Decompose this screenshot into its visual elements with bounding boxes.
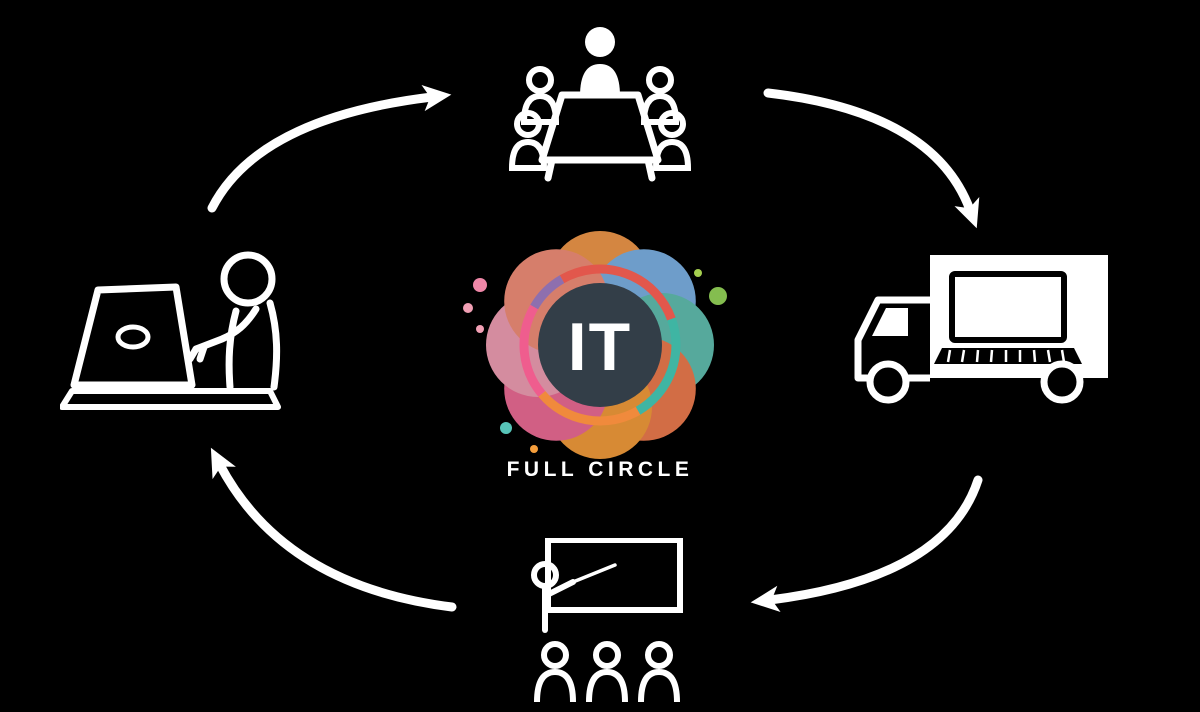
- presentation-board: [545, 538, 683, 613]
- dot: [473, 278, 487, 292]
- cycle-node-left: [60, 245, 300, 415]
- training-presentation-icon: [531, 538, 683, 703]
- cycle-node-right: [830, 252, 1110, 412]
- dot: [709, 287, 727, 305]
- meeting-table-icon: [508, 27, 692, 182]
- ring-segment: [530, 275, 565, 310]
- arrow-top-to-right: [763, 88, 980, 229]
- logo-ring: [519, 264, 681, 426]
- dot: [476, 325, 484, 333]
- person-working-laptop-icon: [60, 251, 281, 410]
- delivery-truck-laptop-icon: [854, 255, 1108, 404]
- dot: [500, 422, 512, 434]
- ring-segment: [559, 264, 676, 321]
- truck-front-wheel: [866, 360, 910, 404]
- arrow-left-to-top: [207, 84, 452, 213]
- laptop-lid: [70, 283, 196, 389]
- cycle-node-top: [500, 10, 700, 185]
- audience-figures: [534, 641, 680, 703]
- meeting-table: [538, 91, 662, 182]
- laptop-base: [60, 388, 281, 410]
- ring-segment: [635, 317, 681, 415]
- logo-subtitle: FULL CIRCLE: [506, 458, 694, 481]
- meeting-head-person: [580, 27, 620, 96]
- logo-text: IT: [568, 309, 632, 385]
- logo-dots: [463, 269, 727, 453]
- logo-graphic: IT: [463, 231, 727, 459]
- dot: [530, 445, 538, 453]
- it-full-circle-logo: IT: [450, 195, 750, 495]
- presenter-figure: [531, 561, 617, 633]
- dot: [694, 269, 702, 277]
- arrow-right-to-bottom: [750, 475, 983, 612]
- person-figure: [186, 251, 281, 391]
- arrow-bottom-to-left: [210, 447, 457, 612]
- ring-segment: [538, 390, 641, 426]
- cycle-node-bottom: [515, 538, 685, 708]
- logo-center-disc: [538, 283, 662, 407]
- dot: [463, 303, 473, 313]
- laptop-graphic: [934, 271, 1082, 364]
- truck-rear-wheel: [1040, 360, 1084, 404]
- ring-segment: [519, 304, 546, 397]
